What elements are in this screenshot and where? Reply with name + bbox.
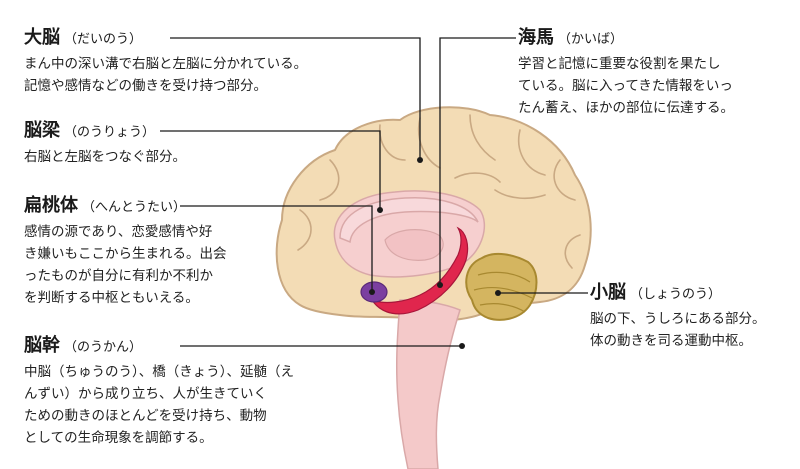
amygdala-reading: （へんとうたい） (82, 200, 187, 215)
leader-line-hippocampus (439, 37, 516, 285)
corpus-callosum-shape (339, 196, 479, 244)
brainstem-shape (395, 299, 461, 469)
corpus-callosum-name: 脳梁 (24, 120, 60, 141)
hippocampus-shape (370, 226, 469, 315)
corpus-callosum-reading: （のうりょう） (64, 125, 156, 140)
cerebellum-shape (465, 252, 538, 321)
amygdala-name: 扁桃体 (24, 195, 78, 216)
leader-dot-cerebellum (495, 290, 501, 296)
cerebellum-description: 脳の下、うしろにある部分。 体の動きを司る運動中枢。 (590, 311, 766, 349)
label-brainstem: 脳幹 （のうかん） 中脳（ちゅうのう）、橋（きょう）、延髄（え んずい）から成り立… (24, 334, 354, 449)
label-cerebrum: 大脳 （だいのう） まん中の深い溝で右脳と左脳に分かれている。 記憶や感情などの働… (24, 26, 364, 97)
label-hippocampus: 海馬 （かいば） 学習と記憶に重要な役割を果たし ている。脳に入ってきた情報をいっ… (518, 26, 793, 119)
leader-line-cerebrum (170, 37, 421, 160)
hippocampus-reading: （かいば） (558, 32, 624, 47)
cerebellum-reading: （しょうのう） (630, 287, 722, 302)
cerebrum-reading: （だいのう） (64, 32, 143, 47)
brainstem-reading: （のうかん） (64, 340, 143, 355)
cerebrum-folds (297, 114, 581, 269)
label-amygdala: 扁桃体 （へんとうたい） 感情の源であり、恋愛感情や好 き嫌いもここから生まれる。… (24, 194, 274, 309)
leader-lines (160, 37, 588, 349)
label-cerebellum: 小脳 （しょうのう） 脳の下、うしろにある部分。 体の動きを司る運動中枢。 (590, 281, 795, 352)
leader-dot-cerebrum (417, 157, 423, 163)
leader-dot-brainstem (459, 343, 465, 349)
corpus-callosum-description: 右脳と左脳をつなぐ部分。 (24, 149, 186, 165)
label-corpus-callosum: 脳梁 （のうりょう） 右脳と左脳をつなぐ部分。 (24, 119, 284, 168)
leader-dot-corpus-callosum (377, 207, 383, 213)
leader-line-corpus-callosum (160, 130, 381, 210)
leader-dot-amygdala (369, 289, 375, 295)
leader-line-amygdala (180, 205, 373, 292)
cerebrum-description: まん中の深い溝で右脳と左脳に分かれている。 記憶や感情などの働きを受け持つ部分。 (24, 56, 308, 94)
amygdala-description: 感情の源であり、恋愛感情や好 き嫌いもここから生まれる。出会 ったものが自分に有… (24, 224, 227, 306)
hippocampus-description: 学習と記憶に重要な役割を果たし ている。脳に入ってきた情報をいっ たん蓄え、ほか… (518, 56, 734, 116)
cerebellum-folds (473, 271, 533, 313)
cerebrum-name: 大脳 (24, 27, 60, 48)
thalamus-shape (384, 229, 444, 261)
brainstem-description: 中脳（ちゅうのう）、橋（きょう）、延髄（え んずい）から成り立ち、人が生きていく… (24, 364, 294, 446)
brainstem-name: 脳幹 (24, 335, 60, 356)
cerebellum-name: 小脳 (590, 282, 626, 303)
leader-dot-hippocampus (437, 282, 443, 288)
hippocampus-name: 海馬 (518, 27, 554, 48)
